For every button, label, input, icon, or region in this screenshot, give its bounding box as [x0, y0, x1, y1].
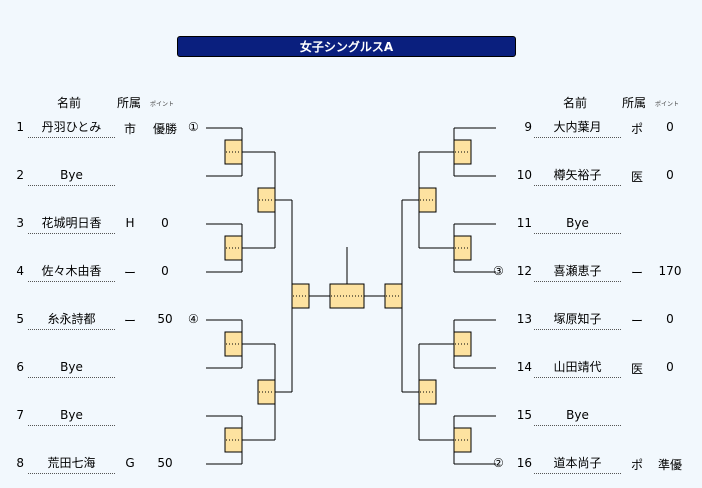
round2-match-box — [418, 187, 437, 213]
player-name: Bye — [534, 213, 621, 234]
player-name: 大内葉月 — [534, 117, 621, 138]
player-affiliation: ー — [123, 266, 136, 280]
player-affiliation: H — [125, 216, 135, 230]
round1-match-box — [224, 427, 243, 453]
player-number: 15 — [516, 408, 532, 422]
seed-mark: ② — [493, 456, 504, 470]
player-number: 3 — [16, 216, 24, 230]
player-points: 0 — [161, 216, 169, 230]
player-name: Bye — [28, 165, 115, 186]
player-affiliation: ポ — [630, 458, 643, 472]
player-affiliation: ー — [123, 314, 136, 328]
player-name: 塚原知子 — [534, 309, 621, 330]
round1-match-box — [453, 427, 472, 453]
player-points: 50 — [157, 456, 173, 470]
player-name: 喜瀬恵子 — [534, 261, 621, 282]
round1-match-box — [224, 139, 243, 165]
player-points: 0 — [666, 120, 674, 134]
player-points: 0 — [666, 168, 674, 182]
round1-match-box — [224, 235, 243, 261]
player-points: 優勝 — [152, 122, 177, 136]
player-number: 4 — [16, 264, 24, 278]
player-number: 5 — [16, 312, 24, 326]
page-title: 女子シングルスA — [177, 36, 516, 57]
left-name-header: 名前 — [57, 96, 82, 110]
seed-mark: ① — [188, 120, 199, 134]
player-name: Bye — [28, 405, 115, 426]
player-number: 10 — [516, 168, 532, 182]
player-number: 14 — [516, 360, 532, 374]
player-number: 13 — [516, 312, 532, 326]
left-affiliation-header: 所属 — [117, 96, 142, 110]
player-affiliation: ポ — [630, 122, 643, 136]
player-affiliation: 医 — [630, 362, 643, 376]
player-points: 0 — [161, 264, 169, 278]
player-name: Bye — [28, 357, 115, 378]
player-affiliation: 市 — [123, 122, 136, 136]
round1-match-box — [453, 235, 472, 261]
player-affiliation: 医 — [630, 170, 643, 184]
player-name: 樽矢裕子 — [534, 165, 621, 186]
player-name: 山田靖代 — [534, 357, 621, 378]
seed-mark: ③ — [493, 264, 504, 278]
round2-match-box — [257, 187, 276, 213]
round1-match-box — [224, 331, 243, 357]
player-points: 準優 — [657, 458, 682, 472]
right-name-header: 名前 — [563, 96, 588, 110]
semifinal-match-box — [384, 283, 403, 309]
right-affiliation-header: 所属 — [622, 96, 647, 110]
round1-match-box — [453, 139, 472, 165]
player-points: 50 — [157, 312, 173, 326]
semifinal-match-box — [291, 283, 310, 309]
round2-match-box — [418, 379, 437, 405]
player-name: 荒田七海 — [28, 453, 115, 474]
player-affiliation: ー — [630, 314, 643, 328]
player-number: 1 — [16, 120, 24, 134]
player-number: 2 — [16, 168, 24, 182]
player-number: 6 — [16, 360, 24, 374]
player-number: 8 — [16, 456, 24, 470]
player-name: Bye — [534, 405, 621, 426]
player-number: 12 — [516, 264, 532, 278]
player-number: 11 — [516, 216, 532, 230]
player-affiliation: ー — [630, 266, 643, 280]
round2-match-box — [257, 379, 276, 405]
player-number: 7 — [16, 408, 24, 422]
player-number: 16 — [516, 456, 532, 470]
round1-match-box — [453, 331, 472, 357]
player-points: 170 — [658, 264, 682, 278]
player-name: 道本尚子 — [534, 453, 621, 474]
player-number: 9 — [524, 120, 532, 134]
right-points-header: ポイント — [655, 101, 680, 108]
seed-mark: ④ — [188, 312, 199, 326]
player-name: 佐々木由香 — [28, 261, 115, 282]
player-points: 0 — [666, 312, 674, 326]
player-name: 糸永詩都 — [28, 309, 115, 330]
player-affiliation: G — [125, 456, 135, 470]
player-points: 0 — [666, 360, 674, 374]
player-name: 丹羽ひとみ — [28, 117, 115, 138]
player-name: 花城明日香 — [28, 213, 115, 234]
left-points-header: ポイント — [150, 101, 175, 108]
